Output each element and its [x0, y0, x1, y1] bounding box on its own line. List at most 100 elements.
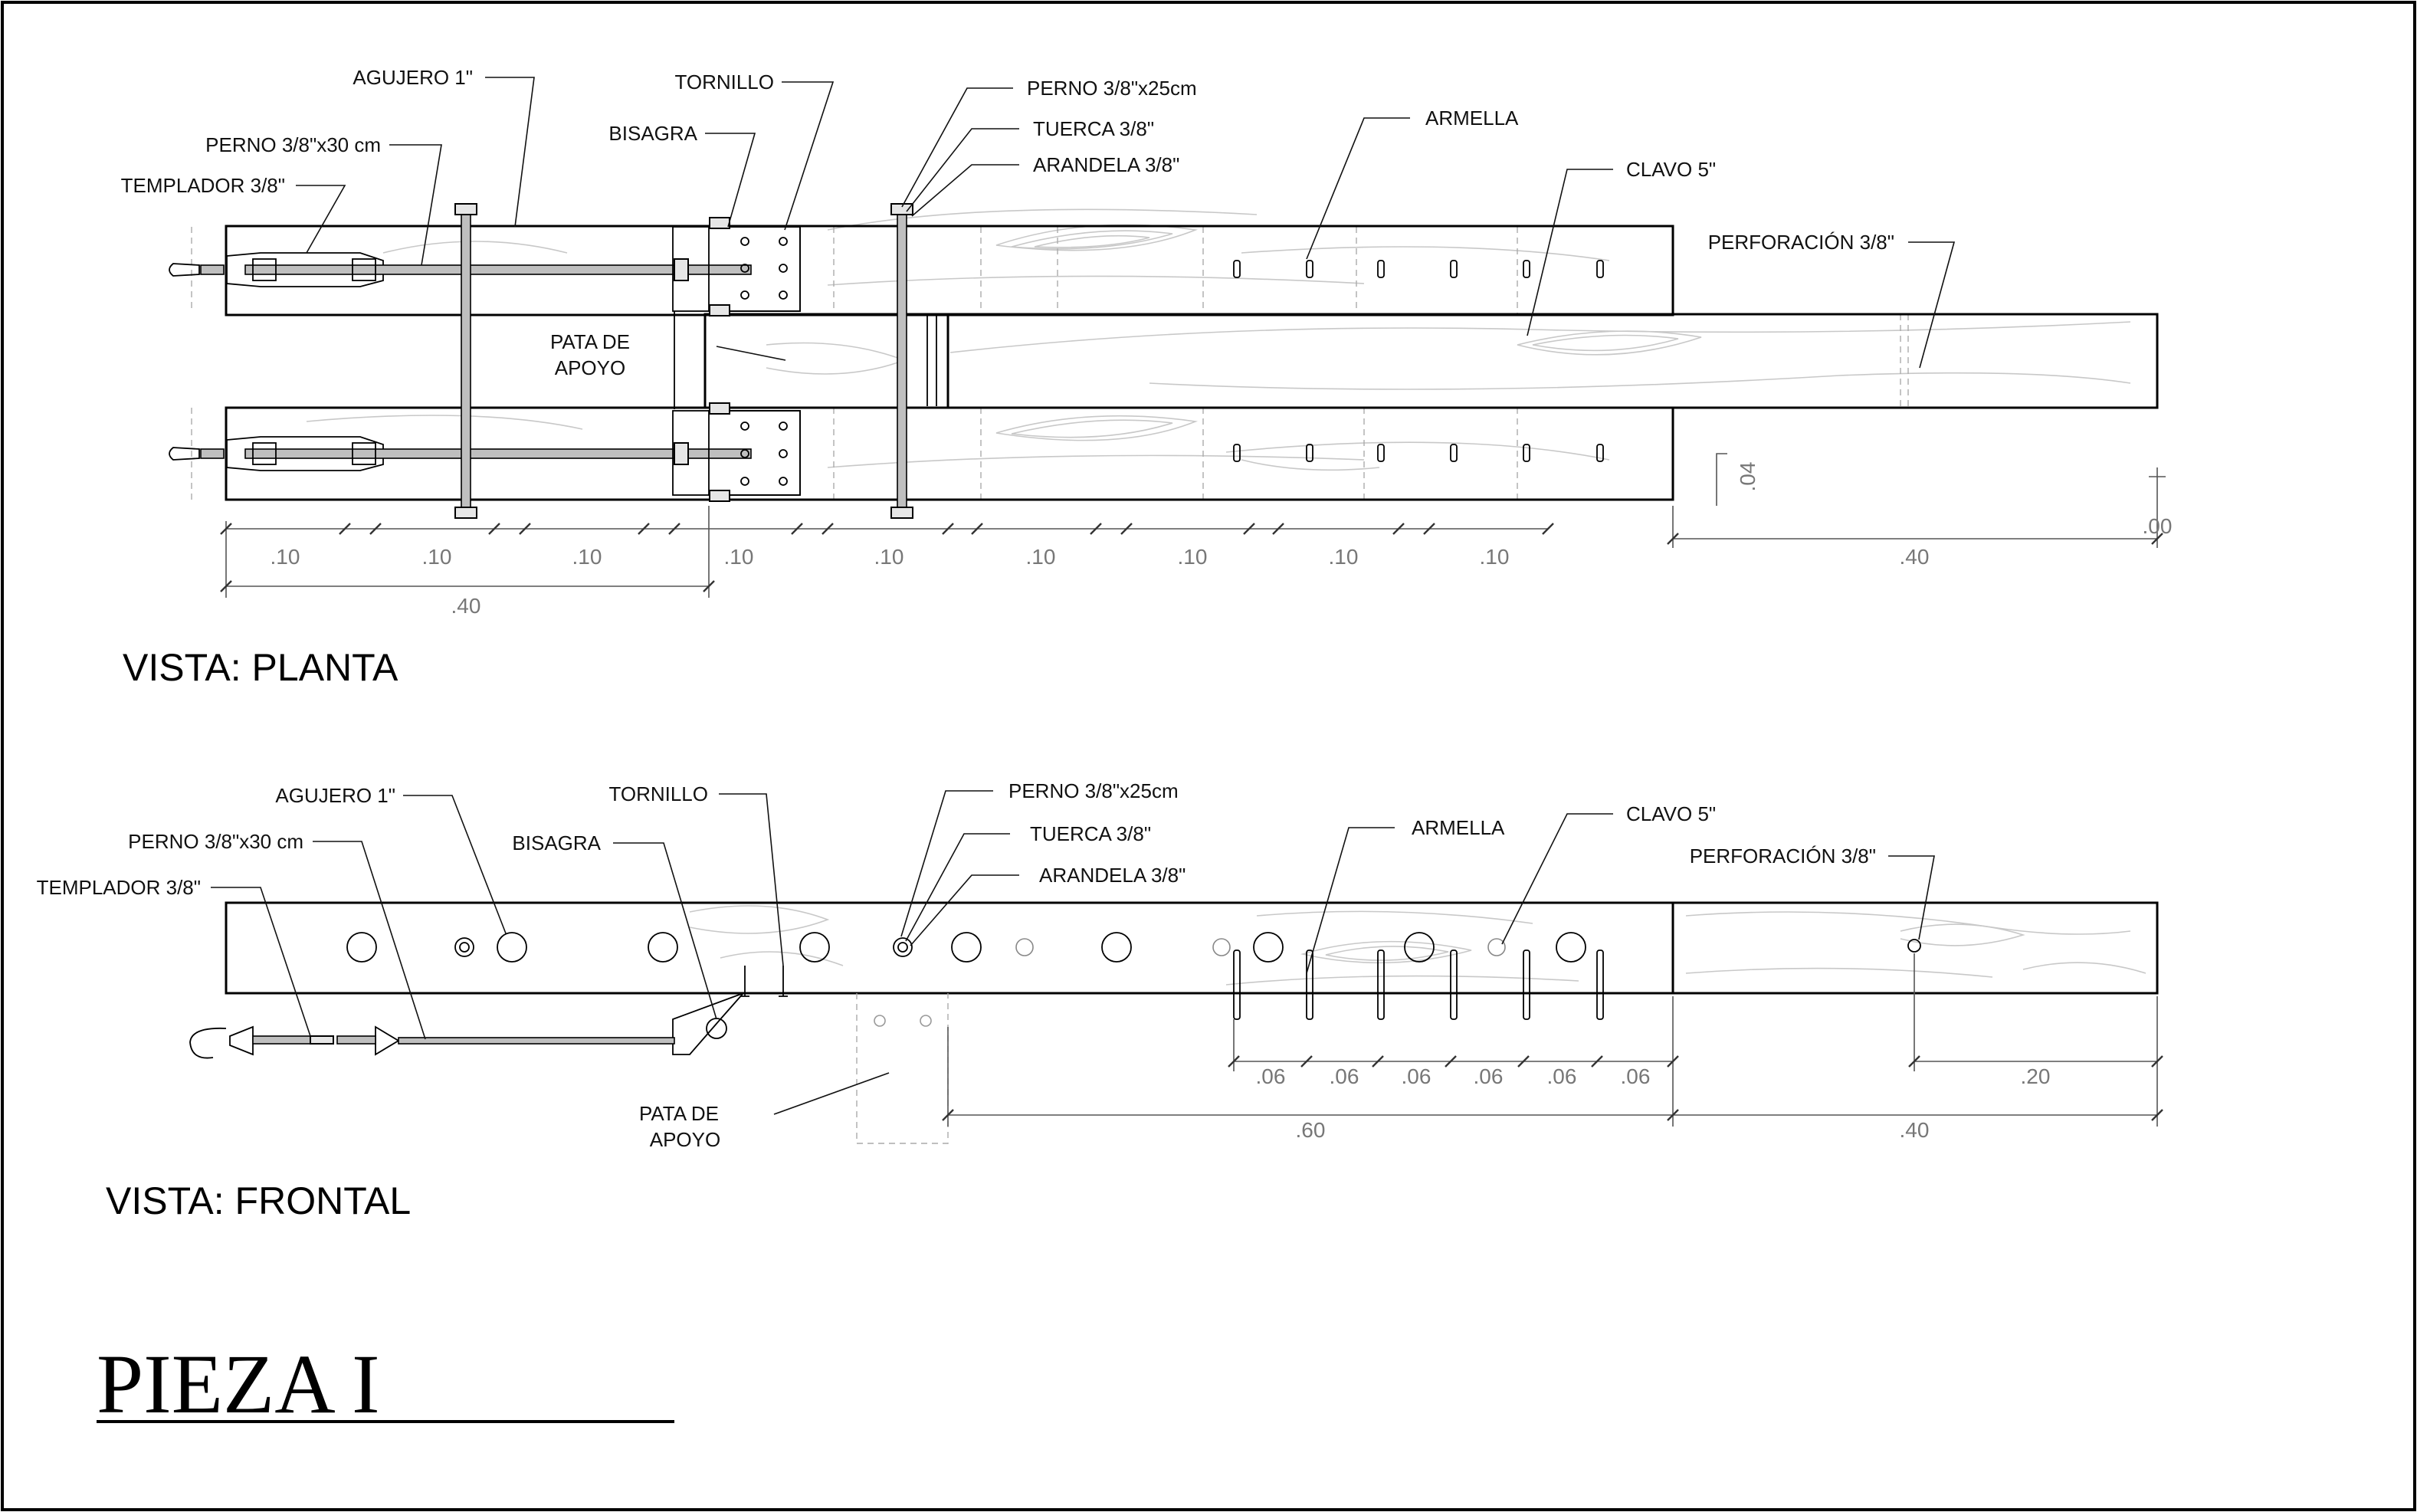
dim-front-2: .06: [1330, 1064, 1359, 1088]
hidden-lines-plan: [191, 227, 1909, 500]
label-arandela-front: ARANDELA 3/8": [1039, 864, 1186, 887]
dimension-tick: [2151, 1055, 2163, 1068]
front-holes: [346, 932, 1921, 963]
dim-plan-2: .10: [422, 545, 452, 569]
leader-perno25-front: [900, 790, 993, 937]
label-clavo-plan: CLAVO 5": [1626, 158, 1716, 181]
plan-leg-lines: [926, 316, 937, 406]
plan-dimensions: [225, 453, 2166, 598]
front-beam: [225, 901, 2159, 995]
leader-bisagra-plan: [705, 133, 756, 228]
leader-templador-plan: [296, 185, 346, 254]
dim-plan-6: .10: [1026, 545, 1056, 569]
dimension-tick: [220, 580, 232, 592]
leader-arandela-front: [910, 874, 1019, 946]
dimension-tick: [1667, 533, 1679, 545]
dimension-tick: [369, 523, 382, 535]
plan-bolt-left: [454, 203, 477, 519]
dim-plan-1: .10: [271, 545, 300, 569]
leader-tuerca-plan: [906, 128, 1019, 212]
dimension-tick: [1372, 1055, 1384, 1068]
dimension-tick: [2151, 1109, 2163, 1121]
dim-plan-corner: .00: [2143, 514, 2173, 538]
plan-lower-turnbuckle: [169, 436, 752, 471]
dimension-tick: [822, 523, 834, 535]
dim-front-4: .06: [1474, 1064, 1504, 1088]
leader-clavo-plan: [1527, 169, 1613, 336]
dimension-tick: [488, 523, 500, 535]
label-perforacion-front: PERFORACIÓN 3/8": [1690, 845, 1876, 868]
leader-tornillo-front: [719, 793, 784, 966]
leader-perno25-plan: [901, 87, 1013, 208]
label-tornillo-plan: TORNILLO: [674, 71, 774, 93]
dimension-tick: [1542, 523, 1554, 535]
label-pata-line1-plan: PATA DE: [550, 330, 630, 353]
dimension-tick: [1667, 1109, 1679, 1121]
front-support-leg: [856, 993, 949, 1144]
dimension-tick: [339, 523, 351, 535]
dimension-tick: [668, 523, 680, 535]
leader-tuerca-front: [905, 833, 1010, 942]
dim-front-5: .06: [1547, 1064, 1577, 1088]
dimension-tick: [942, 523, 954, 535]
front-dim-ticks: [942, 1055, 2163, 1121]
dim-plan-5: .10: [874, 545, 904, 569]
dim-plan-left-total: .40: [451, 594, 481, 618]
label-armella-plan: ARMELLA: [1425, 107, 1519, 130]
dimension-tick: [1392, 523, 1405, 535]
plan-upper-turnbuckle: [169, 252, 752, 287]
label-tornillo-front: TORNILLO: [608, 782, 708, 805]
label-tuerca-front: TUERCA 3/8": [1030, 822, 1151, 845]
label-bisagra-plan: BISAGRA: [608, 122, 697, 145]
dim-front-6: .06: [1621, 1064, 1651, 1088]
wood-grain-front: [689, 905, 2146, 986]
front-view: AGUJERO 1" TORNILLO PERNO 3/8"x25cm TUER…: [37, 779, 2163, 1222]
label-arandela-plan: ARANDELA 3/8": [1033, 153, 1179, 176]
sheet-title: PIEZA I: [97, 1337, 380, 1431]
label-agujero-plan: AGUJERO 1": [353, 66, 473, 89]
dim-plan-8: .10: [1329, 545, 1359, 569]
dim-front-3: .06: [1402, 1064, 1432, 1088]
dimension-tick: [220, 523, 232, 535]
dimension-tick: [1908, 1055, 1920, 1068]
dimension-tick: [791, 523, 803, 535]
dim-plan-9: .10: [1480, 545, 1510, 569]
label-agujero-front: AGUJERO 1": [275, 784, 395, 807]
label-bisagra-front: BISAGRA: [512, 831, 601, 854]
label-perno30-front: PERNO 3/8"x30 cm: [128, 830, 303, 853]
leader-templador-front: [211, 887, 311, 1037]
leader-armella-front: [1306, 827, 1395, 974]
front-eye-screws: [1233, 950, 1604, 1020]
dimension-tick: [1272, 523, 1284, 535]
leader-bisagra-front: [613, 842, 717, 1020]
leader-perforacion-front: [1888, 855, 1935, 940]
dimension-tick: [519, 523, 531, 535]
plan-view: AGUJERO 1" TORNILLO PERNO 3/8"x25cm TUER…: [121, 66, 2173, 689]
label-perno30-plan: PERNO 3/8"x30 cm: [205, 133, 381, 156]
plan-lower-hinge: [672, 402, 801, 502]
label-perno25-plan: PERNO 3/8"x25cm: [1027, 77, 1197, 100]
view-title-plan: VISTA: PLANTA: [123, 646, 398, 689]
dim-plan-right-total: .40: [1900, 545, 1930, 569]
dimension-tick: [1445, 1055, 1457, 1068]
leader-clavo-front: [1501, 813, 1613, 945]
dim-front-1: .06: [1256, 1064, 1286, 1088]
leader-tornillo-plan: [782, 81, 835, 231]
dimension-tick: [2151, 533, 2163, 545]
leader-pata-front: [773, 1072, 890, 1115]
label-perforacion-plan: PERFORACIÓN 3/8": [1708, 231, 1894, 254]
label-templador-plan: TEMPLADOR 3/8": [121, 174, 285, 197]
dim-front-hole-offset: .20: [2021, 1064, 2051, 1088]
dimension-tick: [942, 1109, 954, 1121]
dim-front-middle-total: .60: [1296, 1118, 1326, 1142]
plan-eye-screws: [1233, 260, 1604, 462]
label-pata-line1-front: PATA DE: [639, 1102, 719, 1125]
label-perno25-front: PERNO 3/8"x25cm: [1008, 779, 1179, 802]
label-pata-line2-plan: APOYO: [555, 356, 625, 379]
leader-perno30-plan: [389, 144, 442, 266]
dimension-tick: [638, 523, 650, 535]
wood-grain-plan: [306, 208, 2131, 471]
leader-agujero-front: [403, 795, 507, 934]
